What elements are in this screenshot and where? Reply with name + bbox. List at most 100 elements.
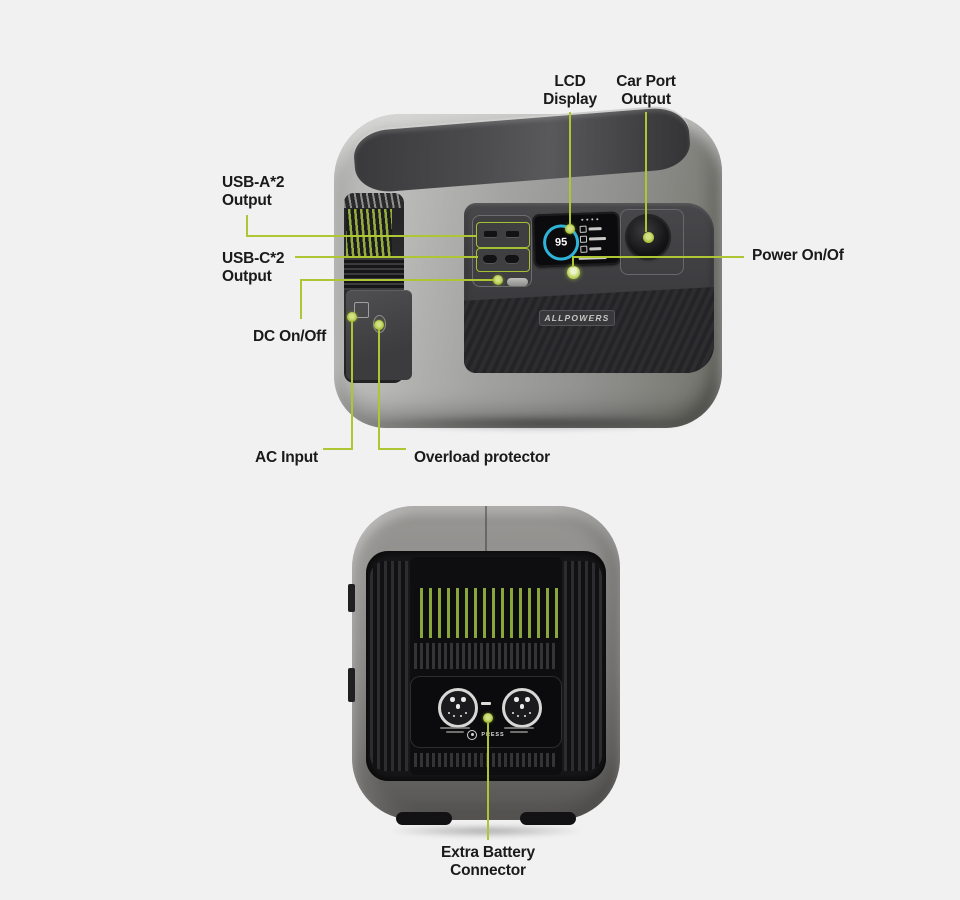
connector-pin: [453, 715, 455, 717]
rear-left-vent-fins: [370, 561, 408, 771]
extra-battery-connector-left: [438, 688, 478, 728]
connector-pin: [525, 697, 530, 702]
connector-pin: [455, 704, 460, 709]
car-port-callout-dot: [642, 231, 654, 243]
status-icon: [596, 218, 599, 221]
callout-dot-lcd: [565, 224, 575, 234]
callout-line-dc: [300, 279, 302, 319]
lcd-output-icon: [579, 225, 587, 233]
connector-label-text: [440, 727, 470, 729]
connector-pin: [448, 712, 450, 714]
power-button: [567, 266, 580, 279]
status-icon: [591, 218, 594, 221]
side-vent-bay: [344, 193, 404, 383]
usb-a-port-1: [484, 231, 497, 237]
dc-on-off-button: [507, 278, 528, 286]
side-vent-top-slats: [344, 193, 404, 208]
usb-c-port-1: [483, 255, 497, 263]
callout-dot-extra-battery: [483, 713, 493, 723]
lcd-text-row: [589, 247, 602, 251]
callout-line-power: [572, 256, 744, 258]
rear-latch: [348, 584, 355, 612]
usb-c-ports-highlight: [476, 248, 530, 272]
side-vent-green-fins: [346, 209, 392, 257]
rear-right-vent-fins: [564, 561, 602, 771]
carbon-texture-area: [464, 287, 714, 373]
ac-input-port: [354, 302, 369, 318]
rear-foot: [520, 812, 576, 825]
brand-badge-text: ALLPOWERS: [544, 313, 610, 323]
lcd-text-row: [588, 236, 607, 241]
rear-latch: [348, 668, 355, 702]
connector-dash: [481, 702, 491, 705]
extra-battery-connector-right: [502, 688, 542, 728]
callout-dot-ac-input: [347, 312, 357, 322]
label-power-on-off: Power On/Of: [752, 247, 844, 264]
connector-pin: [512, 712, 514, 714]
rear-vent-recess: PRESS: [366, 551, 606, 781]
callout-line-lcd: [569, 112, 571, 229]
connector-pin: [465, 712, 467, 714]
extra-battery-connector-panel: PRESS: [410, 676, 562, 748]
callout-line-usb-a: [246, 235, 477, 237]
label-overload-protector: Overload protector: [414, 449, 550, 466]
callout-dot-dc: [493, 275, 503, 285]
status-icon: [581, 218, 584, 221]
usb-a-ports-highlight: [476, 222, 530, 248]
car-port-zone: [620, 209, 684, 275]
rear-slat-row: [414, 643, 558, 669]
rear-view-shadow: [386, 824, 586, 838]
connector-label-text: [504, 727, 534, 729]
fan-grille-green-bars: [414, 588, 558, 638]
callout-line-dc: [300, 279, 497, 281]
connector-pin: [450, 697, 455, 702]
connector-label-text: [510, 731, 528, 733]
connector-label-text: [446, 731, 464, 733]
callout-line-usb-c: [295, 256, 478, 258]
front-view-shadow: [372, 414, 702, 432]
rear-top-seam: [485, 506, 487, 552]
car-port-output: [627, 216, 669, 258]
side-vent-horizontal-slats: [344, 258, 404, 290]
connector-pin: [460, 715, 462, 717]
callout-line-car-port: [645, 112, 647, 232]
connector-pin: [524, 715, 526, 717]
label-usb-c-output: USB-C*2 Output: [222, 250, 285, 285]
callout-line-power: [572, 256, 574, 267]
usb-c-port-2: [505, 255, 519, 263]
status-icon: [586, 218, 589, 221]
press-hint: PRESS: [461, 729, 511, 740]
label-dc-on-off: DC On/Off: [253, 328, 327, 345]
lcd-screen: 95: [532, 211, 621, 268]
callout-line-usb-a: [246, 215, 248, 237]
lcd-output-icon: [579, 235, 588, 243]
rear-center-panel: PRESS: [410, 557, 562, 775]
brand-badge: ALLPOWERS: [539, 310, 615, 326]
connector-pin: [461, 697, 466, 702]
lcd-text-row: [588, 227, 602, 231]
label-car-port-output: Car Port Output: [616, 73, 676, 108]
callout-line-overload: [378, 448, 406, 450]
press-label: PRESS: [481, 731, 505, 738]
usb-a-port-2: [506, 231, 519, 237]
rear-foot: [396, 812, 452, 825]
label-usb-a-output: USB-A*2 Output: [222, 174, 285, 209]
press-icon: [467, 729, 478, 740]
rear-slat-row: [414, 753, 558, 767]
label-lcd-display: LCD Display: [543, 73, 597, 108]
front-panel: 95 ALLPOWERS: [464, 203, 714, 373]
connector-pin: [514, 697, 519, 702]
connector-pin: [517, 715, 519, 717]
label-ac-input: AC Input: [255, 449, 318, 466]
callout-line-ac-input: [351, 319, 353, 450]
label-extra-battery-connector: Extra Battery Connector: [441, 844, 535, 879]
callout-line-overload: [378, 326, 380, 450]
lcd-output-icon: [580, 245, 588, 253]
connector-pin: [519, 704, 524, 709]
callout-line-ac-input: [323, 448, 352, 450]
usb-port-cluster: [472, 215, 532, 287]
battery-percent-value: 95: [554, 236, 568, 249]
callout-dot-overload: [374, 320, 384, 330]
callout-line-extra-battery: [487, 723, 489, 840]
